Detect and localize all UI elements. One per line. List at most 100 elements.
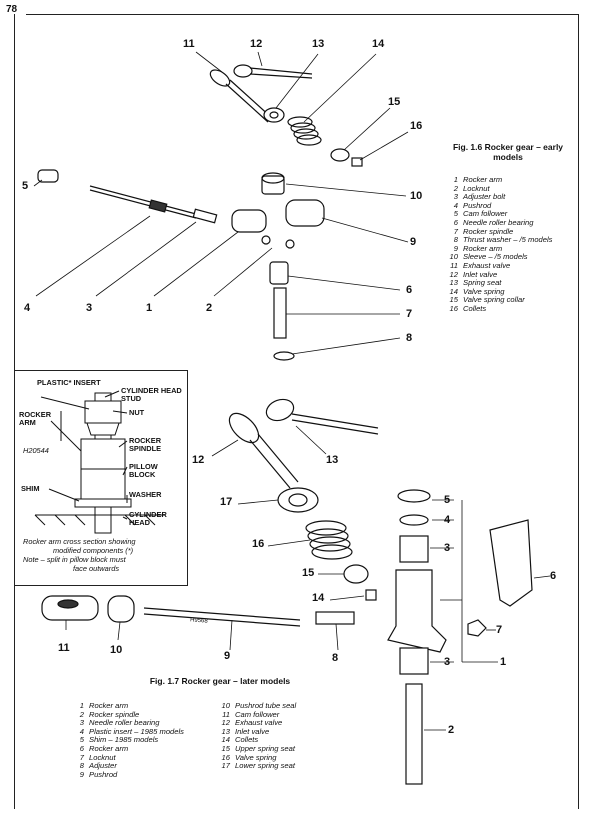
fig16-callout-6: 6 (406, 284, 413, 296)
fig16-callout-10: 10 (410, 190, 423, 202)
fig17-legend-item-text: Pushrod (89, 769, 118, 779)
fig17-callout-16: 16 (252, 538, 265, 550)
fig16-legend-item-number: 6 (453, 217, 458, 227)
inset-label-cylinder-head-stud: CYLINDER HEAD STUD (121, 386, 182, 403)
fig16-callout-16: 16 (410, 120, 423, 132)
inset-handwritten-number: H20544 (23, 446, 49, 455)
inset-label-shim: SHIM (21, 484, 40, 493)
fig16-legend-item: 7 Rocker spindle (444, 226, 552, 237)
fig16-callout-15: 15 (388, 96, 401, 108)
fig17-legend-item-text: Shim – 1985 models (89, 735, 159, 745)
fig17-callout-11: 11 (58, 642, 70, 654)
fig16-legend-item-number: 11 (450, 260, 458, 270)
fig16-legend-item-text: Needle roller bearing (463, 217, 534, 227)
valve-spring-part (287, 116, 322, 146)
fig17-legend-item-text: Rocker spindle (89, 709, 140, 719)
fig17-legend-item-number: 14 (221, 735, 230, 745)
fig17-callout-13: 13 (326, 454, 339, 466)
fig17-legend-item-number: 3 (79, 718, 84, 728)
fig17-callout-15: 15 (302, 567, 315, 579)
fig16-legend-item-number: 3 (453, 192, 458, 202)
fig16-legend-item-text: Rocker arm (463, 243, 503, 253)
inset-cross-section: PLASTIC* INSERT CYLINDER HEAD STUD ROCKE… (14, 370, 188, 586)
inset-drawing (34, 390, 165, 534)
fig17-legend-item-text: Rocker arm (89, 743, 129, 753)
fig17-legend-item-number: 12 (221, 718, 230, 728)
fig16-legend-item-text: Spring seat (463, 278, 502, 288)
fig16-legend-item-number: 13 (449, 278, 458, 288)
fig17-legend-item-text: Plastic insert – 1985 models (89, 726, 184, 736)
inset-label-washer: WASHER (129, 490, 162, 499)
fig16-callout-9: 9 (410, 236, 417, 248)
inset-label-rocker-spindle: ROCKER SPINDLE (129, 436, 162, 453)
page-top-rule (26, 14, 578, 15)
fig17-callout-5: 5 (444, 494, 451, 506)
fig16-legend-item-text: Rocker arm (463, 175, 503, 184)
fig16-legend-item-number: 16 (449, 303, 458, 313)
fig16-callout-4: 4 (24, 302, 31, 314)
fig16-legend-item: 14 Valve spring (444, 286, 552, 297)
fig17-legend-item-number: 6 (79, 743, 84, 753)
fig17-legend-item-number: 7 (79, 752, 84, 762)
fig17-callout-8: 8 (332, 652, 339, 664)
fig17-legend-item-text: Lower spring seat (235, 761, 295, 771)
pushrod-part (89, 185, 197, 219)
fig16-legend-item: 9 Rocker arm (444, 243, 552, 254)
fig16-legend-item-text: Cam follower (463, 209, 508, 219)
inset-label-nut: NUT (129, 408, 145, 417)
fig16-legend-item-text: Sleeve – /5 models (463, 252, 528, 262)
fig17-legend-item-number: 15 (221, 743, 230, 753)
fig17-legend-item: 7 Locknut (70, 752, 184, 763)
fig17-callout-3-lower: 3 (444, 656, 451, 668)
fig17-legend-item-text: Cam follower (235, 709, 280, 719)
fig16-legend-item-text: Rocker spindle (463, 226, 514, 236)
fig17-legend-item: 11 Cam follower (216, 709, 296, 720)
fig17-legend-item-text: Adjuster (89, 761, 117, 771)
fig16-legend-item-number: 7 (453, 226, 458, 236)
page-number: 78 (6, 4, 18, 15)
fig17-legend-item: 8 Adjuster (70, 761, 184, 771)
inset-label-rocker-arm: ROCKER ARM (19, 410, 52, 427)
spring-collar-part (330, 148, 350, 162)
fig17-legend-item-number: 8 (79, 761, 84, 771)
fig17-callout-14: 14 (312, 592, 325, 604)
fig16-callout-1: 1 (146, 302, 153, 314)
fig16-legend-item-number: 12 (449, 269, 458, 279)
fig17-legend-item: 12 Exhaust valve (216, 718, 296, 728)
fig17-legend-item-number: 9 (79, 769, 84, 779)
fig16-legend-item-text: Locknut (463, 183, 490, 193)
adjuster-bolt-part (192, 208, 218, 224)
fig17-legend-item-number: 16 (221, 752, 230, 762)
fig17-legend-item-text: Locknut (89, 752, 116, 762)
fig16-callout-5: 5 (22, 180, 29, 192)
fig16-legend-item-number: 14 (449, 286, 458, 296)
fig17-legend-item-text: Exhaust valve (235, 718, 283, 728)
fig17-legend-item-number: 1 (79, 701, 84, 710)
fig16-callout-11: 11 (183, 38, 195, 50)
fig17-legend-item-number: 11 (222, 709, 230, 719)
fig17-callout-17: 17 (220, 496, 233, 508)
fig16-legend-item-text: Valve spring (463, 286, 505, 296)
fig17-legend-item-number: 10 (221, 701, 230, 710)
fig17-callout-12: 12 (192, 454, 205, 466)
fig17-callout-1: 1 (500, 656, 507, 668)
fig16-legend-item: 13 Spring seat (444, 278, 552, 288)
fig16-legend-item-number: 9 (453, 243, 458, 253)
